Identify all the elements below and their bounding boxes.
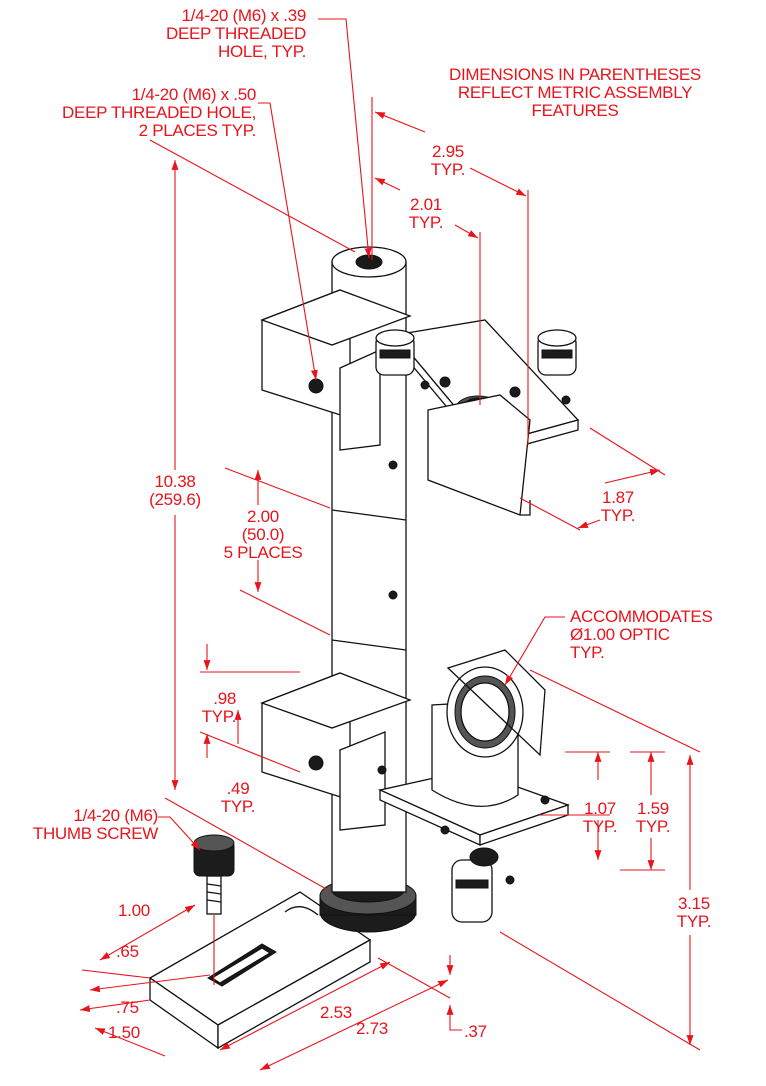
ext-315-bottom bbox=[499, 931, 701, 1051]
ext-top bbox=[149, 139, 356, 253]
dim-065-ext bbox=[81, 969, 151, 979]
label-dim-075: .75 bbox=[116, 998, 139, 1017]
label-dim-253: 2.53 bbox=[320, 1003, 352, 1022]
dimension-lines bbox=[79, 18, 701, 1071]
label-dim-049: .49 TYP. bbox=[220, 779, 256, 816]
dim-295-a bbox=[374, 111, 426, 133]
dim-273 bbox=[259, 979, 449, 1071]
dim-201-b bbox=[454, 224, 479, 239]
dim-187-a bbox=[604, 468, 661, 484]
label-optic: ACCOMMODATES Ø1.00 OPTIC TYP. bbox=[570, 607, 713, 662]
upper-clamp bbox=[260, 289, 412, 451]
label-dim-037: .37 bbox=[464, 1022, 487, 1041]
label-dim-065: .65 bbox=[116, 942, 139, 961]
label-dim-150: 1.50 bbox=[108, 1023, 140, 1042]
label-top-hole: 1/4-20 (M6) x .39 DEEP THREADED HOLE, TY… bbox=[165, 6, 306, 61]
dim-075 bbox=[79, 999, 151, 1013]
ext-098-bottom bbox=[199, 731, 301, 773]
thumb-screw bbox=[193, 834, 235, 915]
leader-optic bbox=[504, 616, 565, 686]
dim-295-b bbox=[469, 167, 527, 197]
label-side-hole: 1/4-20 (M6) x .50 DEEP THREADED HOLE, 2 … bbox=[62, 85, 256, 140]
ext-187-a bbox=[589, 427, 666, 476]
ext-315-top bbox=[529, 669, 701, 753]
label-dim-295: 2.95 TYP. bbox=[430, 142, 466, 179]
leader-thumb bbox=[158, 816, 201, 851]
ext-187-b bbox=[519, 497, 581, 531]
lower-optic-mount bbox=[377, 649, 570, 923]
dim-100 bbox=[99, 904, 196, 961]
dim-037-b bbox=[446, 1005, 462, 1031]
dim-150 bbox=[94, 1027, 166, 1057]
lower-clamp bbox=[260, 672, 412, 831]
ext-200-top bbox=[224, 467, 331, 509]
label-metric-note: DIMENSIONS IN PARENTHESES REFLECT METRIC… bbox=[449, 65, 701, 120]
post-assembly bbox=[148, 246, 580, 1050]
label-dim-200: 2.00 (50.0) 5 PLACES bbox=[223, 507, 303, 562]
label-dim-1038: 10.38 (259.6) bbox=[149, 472, 201, 509]
label-dim-187: 1.87 TYP. bbox=[600, 488, 636, 525]
label-dim-159: 1.59 TYP. bbox=[635, 799, 671, 836]
leader-top-hole bbox=[318, 18, 372, 259]
dim-187-b bbox=[577, 519, 601, 529]
ext-bottom bbox=[164, 797, 329, 891]
label-dim-273: 2.73 bbox=[356, 1019, 388, 1038]
upper-mirror-mount bbox=[375, 319, 580, 516]
dim-065 bbox=[89, 974, 211, 993]
ext-200-bottom bbox=[239, 589, 331, 636]
leader-side-hole bbox=[258, 102, 318, 381]
ext-037-a bbox=[377, 957, 451, 999]
dim-201-a bbox=[374, 177, 401, 191]
label-dim-315: 3.15 TYP. bbox=[676, 894, 712, 931]
label-dim-100: 1.00 bbox=[118, 901, 150, 920]
label-dim-107: 1.07 TYP. bbox=[582, 799, 618, 836]
label-thumb-screw: 1/4-20 (M6) THUMB SCREW bbox=[32, 806, 158, 843]
label-dim-201: 2.01 TYP. bbox=[408, 195, 444, 232]
label-dim-098: .98 TYP. bbox=[201, 689, 237, 726]
